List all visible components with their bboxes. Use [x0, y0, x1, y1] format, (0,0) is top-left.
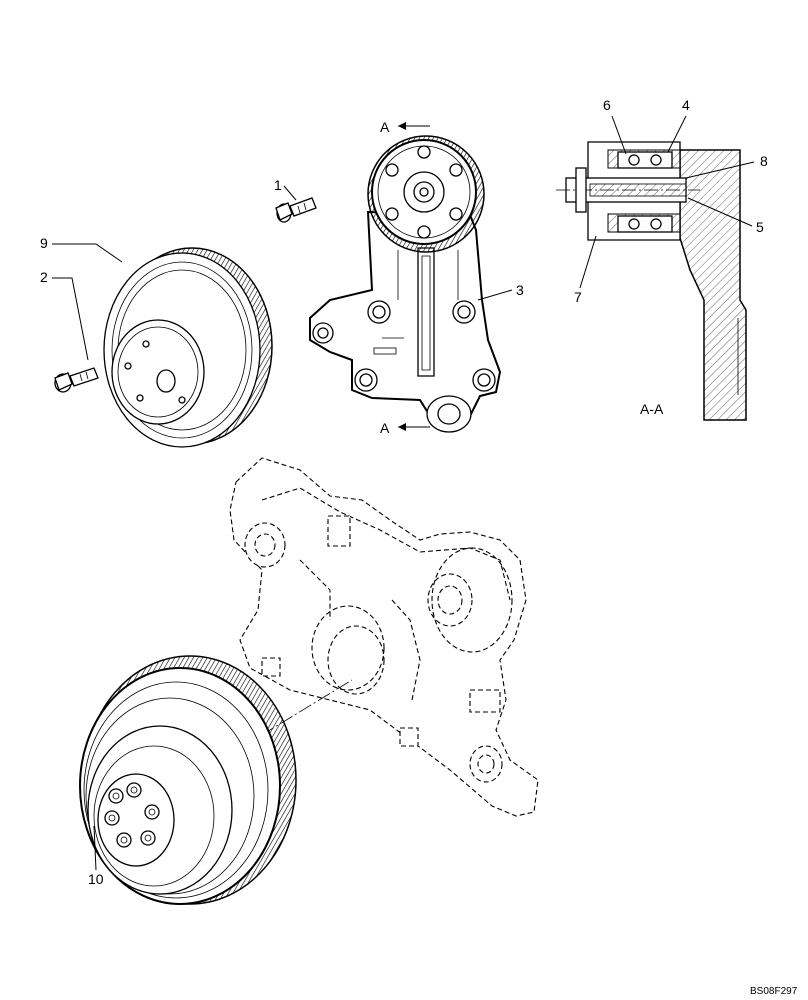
bolt-part-2 — [54, 367, 99, 393]
damper-pulley-part-10 — [79, 655, 297, 905]
callout-3: 3 — [516, 282, 524, 298]
callout-5: 5 — [756, 219, 764, 235]
bolt-part-1 — [275, 197, 317, 223]
callout-8: 8 — [760, 153, 768, 169]
section-arrow-bottom — [398, 423, 430, 431]
pulley-part-9 — [103, 247, 273, 448]
section-view-a-a — [556, 141, 747, 421]
callout-6: 6 — [603, 97, 611, 113]
bracket-part-3 — [309, 135, 502, 433]
reference-code: BS08F297 — [750, 986, 798, 997]
leader-lines — [52, 115, 755, 871]
callout-1: 1 — [274, 177, 282, 193]
timing-cover-housing — [229, 457, 539, 817]
section-arrow-top — [398, 122, 430, 130]
section-label-top: A — [380, 119, 390, 135]
callout-2: 2 — [40, 269, 48, 285]
section-label-bottom: A — [380, 420, 390, 436]
callout-10: 10 — [88, 871, 104, 887]
callout-4: 4 — [682, 97, 690, 113]
section-view-title: A-A — [640, 401, 664, 417]
callout-7: 7 — [574, 289, 582, 305]
callout-9: 9 — [40, 235, 48, 251]
